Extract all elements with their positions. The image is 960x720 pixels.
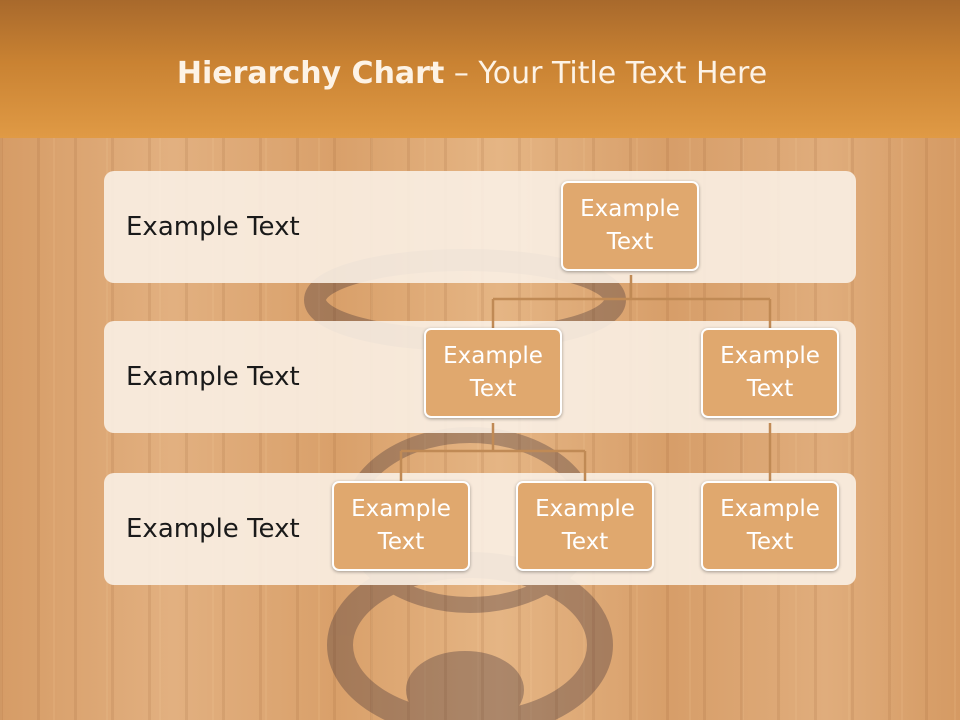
slide-title: Hierarchy Chart – Your Title Text Here — [0, 56, 944, 91]
level-label-1: Example Text — [126, 212, 300, 242]
node-leaf-3[interactable]: Example Text — [701, 481, 839, 571]
title-bold: Hierarchy Chart — [176, 56, 445, 91]
node-leaf-2[interactable]: Example Text — [516, 481, 654, 571]
level-label-2: Example Text — [126, 362, 300, 392]
level-label-3: Example Text — [126, 514, 300, 544]
node-mid-left[interactable]: Example Text — [424, 328, 562, 418]
mid-left-connector — [399, 423, 587, 481]
level-band-1: Example Text — [104, 171, 856, 283]
root-connector — [491, 275, 772, 328]
title-bar: Hierarchy Chart – Your Title Text Here — [0, 0, 960, 138]
node-mid-right[interactable]: Example Text — [701, 328, 839, 418]
node-leaf-1[interactable]: Example Text — [332, 481, 470, 571]
title-rest: – Your Title Text Here — [444, 56, 768, 91]
node-root[interactable]: Example Text — [561, 181, 699, 271]
